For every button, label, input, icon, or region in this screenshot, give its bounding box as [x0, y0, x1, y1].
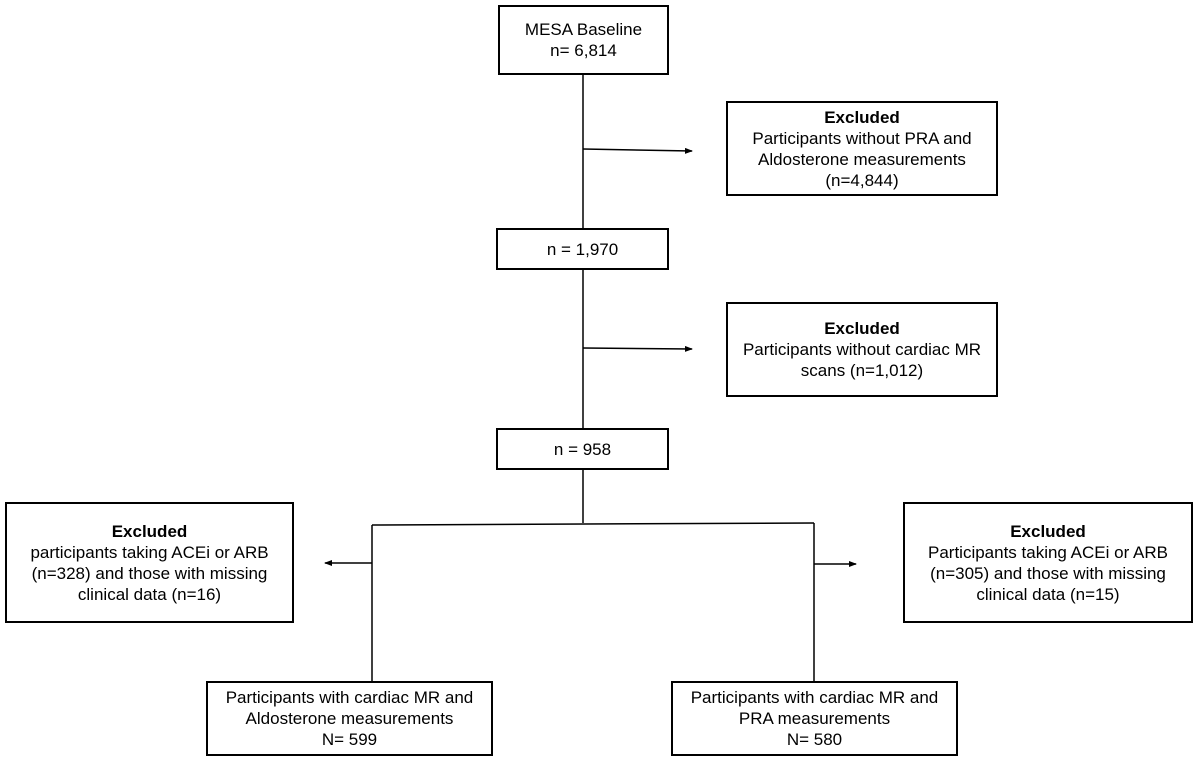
baseline-box: MESA Baseline n= 6,814: [498, 5, 669, 75]
exclusion-box-2: Excluded Participants without cardiac MR…: [726, 302, 998, 397]
exclusion-left-heading: Excluded: [111, 521, 188, 541]
exclusion-right-heading: Excluded: [1010, 521, 1086, 541]
exclusion-right-line1: Participants taking ACEi or ARB: [927, 542, 1168, 562]
exclusion-2-heading: Excluded: [824, 319, 900, 338]
final-box-aldosterone: Participants with cardiac MR and Aldoste…: [206, 681, 493, 756]
final-pra-line1: Participants with cardiac MR and: [690, 688, 939, 707]
exclusion-1-line2: Aldosterone measurements: [758, 149, 966, 169]
baseline-count: n= 6,814: [550, 41, 617, 60]
exclusion-1-heading: Excluded: [824, 107, 900, 127]
exclusion-left-line1: participants taking ACEi or ARB: [30, 542, 269, 562]
final-box-pra: Participants with cardiac MR and PRA mea…: [671, 681, 958, 756]
final-aldosterone-line2: Aldosterone measurements: [245, 709, 454, 728]
exclusion-2-line1: Participants without cardiac MR: [742, 340, 982, 359]
final-pra-line2: PRA measurements: [738, 709, 891, 728]
arrow-to-exclusion-1: [582, 147, 693, 154]
final-aldosterone-line1: Participants with cardiac MR and: [225, 688, 474, 707]
count-1-value: n = 1,970: [546, 239, 619, 259]
count-box-2: n = 958: [496, 428, 669, 470]
exclusion-box-left: Excluded participants taking ACEi or ARB…: [5, 502, 294, 623]
final-aldosterone-count: N= 599: [321, 730, 378, 749]
exclusion-1-line1: Participants without PRA and: [752, 128, 972, 148]
arrow-to-exclusion-2: [582, 345, 693, 352]
exclusion-1-line3: (n=4,844): [825, 170, 899, 190]
count-box-1: n = 1,970: [496, 228, 669, 270]
split-horizontal-line: [371, 522, 815, 526]
exclusion-right-line2: (n=305) and those with missing: [930, 563, 1166, 583]
count-2-value: n = 958: [553, 439, 612, 459]
final-pra-count: N= 580: [786, 730, 843, 749]
exclusion-box-right: Excluded Participants taking ACEi or ARB…: [903, 502, 1193, 623]
exclusion-left-line2: (n=328) and those with missing: [31, 563, 268, 583]
exclusion-left-line3: clinical data (n=16): [77, 584, 222, 604]
baseline-title: MESA Baseline: [524, 20, 643, 39]
exclusion-box-1: Excluded Participants without PRA and Al…: [726, 101, 998, 196]
exclusion-2-line2: scans (n=1,012): [800, 361, 924, 380]
exclusion-right-line3: clinical data (n=15): [976, 584, 1120, 604]
